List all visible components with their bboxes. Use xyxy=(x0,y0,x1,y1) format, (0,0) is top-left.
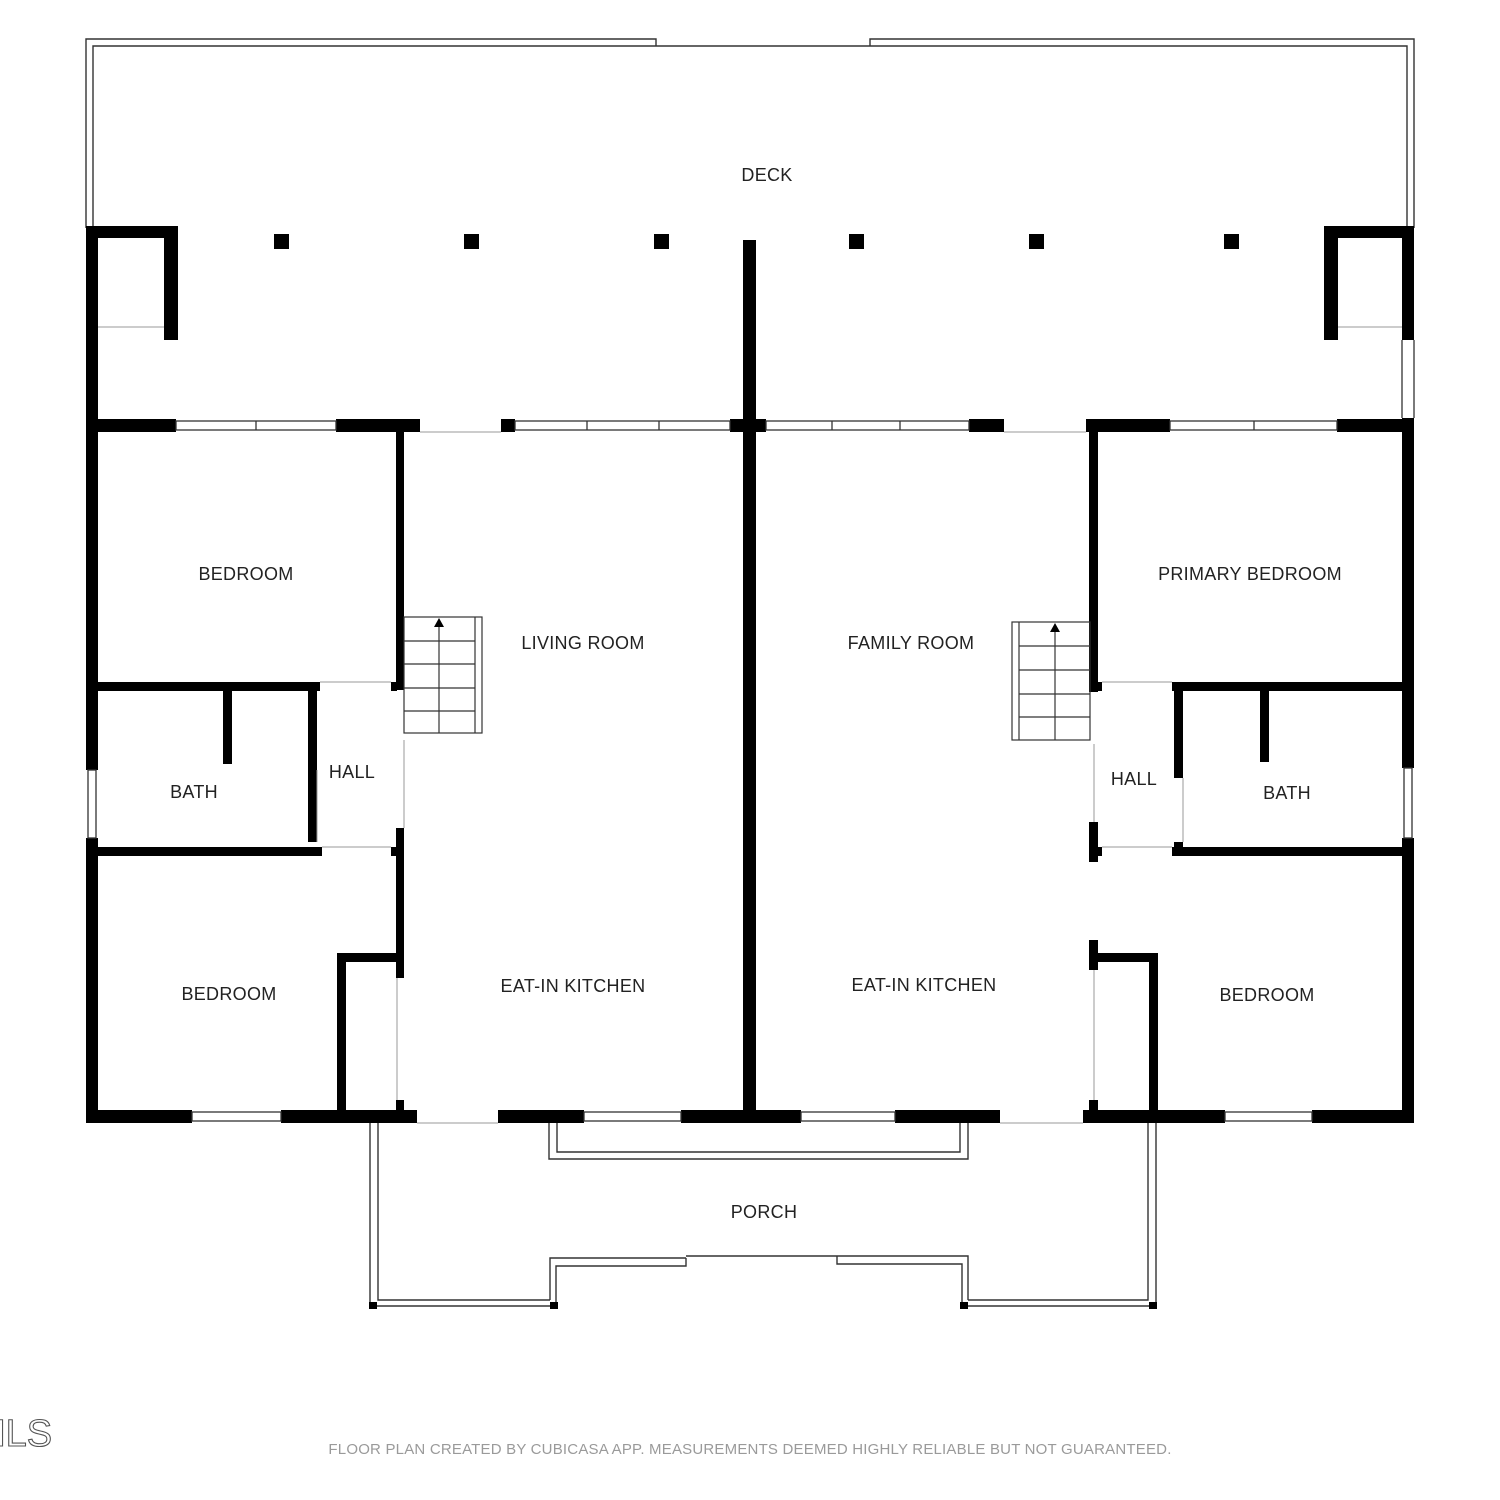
exterior-walls xyxy=(86,226,1414,1123)
label-living-room: LIVING ROOM xyxy=(521,633,644,653)
label-bedroom-bottom-right: BEDROOM xyxy=(1219,985,1314,1005)
porch-outline xyxy=(369,1123,1157,1307)
deck-outline xyxy=(85,38,1415,228)
stairs-left xyxy=(403,616,483,734)
label-bath-right: BATH xyxy=(1263,783,1311,803)
stairs-right xyxy=(1011,621,1091,741)
label-bedroom-bottom-left: BEDROOM xyxy=(181,984,276,1004)
footer-disclaimer: FLOOR PLAN CREATED BY CUBICASA APP. MEAS… xyxy=(328,1441,1171,1458)
deck-posts xyxy=(274,234,1239,249)
label-kitchen-left: EAT-IN KITCHEN xyxy=(501,976,646,996)
label-hall-left: HALL xyxy=(329,762,375,782)
label-porch: PORCH xyxy=(731,1202,798,1222)
label-hall-right: HALL xyxy=(1111,769,1157,789)
mls-watermark: MLS xyxy=(0,1413,52,1455)
porch-post-marks xyxy=(369,1302,1157,1309)
openings xyxy=(98,326,1402,1124)
windows xyxy=(87,340,1415,1122)
label-kitchen-right: EAT-IN KITCHEN xyxy=(852,975,997,995)
label-primary-bedroom: PRIMARY BEDROOM xyxy=(1158,564,1342,584)
interior-walls xyxy=(92,430,1410,1118)
label-deck: DECK xyxy=(741,165,792,185)
label-bedroom-top-left: BEDROOM xyxy=(198,564,293,584)
label-family-room: FAMILY ROOM xyxy=(848,633,975,653)
label-bath-left: BATH xyxy=(170,782,218,802)
